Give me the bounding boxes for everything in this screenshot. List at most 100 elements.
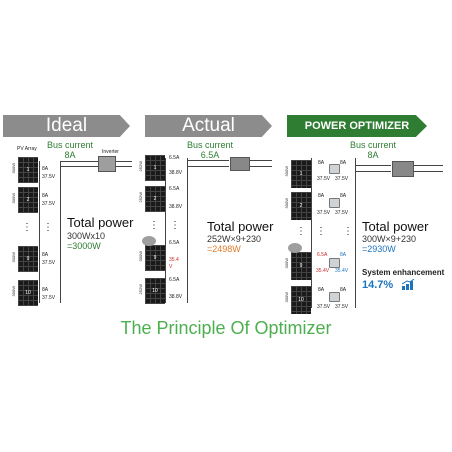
shaded-module-current: 6.5A <box>317 252 328 258</box>
inverter-icon <box>230 157 250 171</box>
module-rating: 300W <box>284 258 289 269</box>
optimizer-device-icon <box>329 258 340 268</box>
optimizer-banner: POWER OPTIMIZER <box>287 115 427 137</box>
module-current: 6.5A <box>169 155 180 161</box>
ellipsis: ⋮ <box>170 220 181 231</box>
actual-total-power-title: Total power <box>207 219 274 234</box>
module-voltage: 37.5V <box>317 304 331 310</box>
module-voltage: 37.5V <box>42 174 56 180</box>
ideal-string-wire <box>60 161 61 303</box>
module-voltage: 38.8V <box>169 294 183 300</box>
module-voltage: 37.5V <box>42 201 56 207</box>
module-voltage: 37.5V <box>317 210 331 216</box>
boosted-voltage: 35.4V <box>335 268 349 274</box>
module-number: 2 <box>26 197 30 203</box>
module-current: 8A <box>42 252 49 258</box>
module-rating: 300W <box>284 292 289 303</box>
module-panel: 2 <box>18 187 38 213</box>
actual-string-wire <box>165 158 166 303</box>
optimizer-ac-wire <box>413 171 443 172</box>
actual-formula: 252W×9+230 <box>207 234 262 244</box>
module-number: 10 <box>298 297 304 303</box>
actual-ac-wire <box>250 160 272 161</box>
ideal-bus-current: Bus current 8A <box>45 140 95 160</box>
ideal-string-wire <box>39 161 40 303</box>
ideal-bus-wire <box>60 161 100 162</box>
bus-current-value: 8A <box>367 150 379 160</box>
module-number: 1 <box>299 171 303 177</box>
output-current: 8A <box>340 252 347 258</box>
module-panel: 1 <box>18 157 38 183</box>
output-current: 8A <box>340 160 347 166</box>
inverter-icon <box>98 156 116 172</box>
optimizer-device-icon <box>329 164 340 174</box>
module-rating: 252W <box>138 192 143 203</box>
growth-bars-icon <box>402 279 415 290</box>
module-rating: 300W <box>284 198 289 209</box>
ellipsis: ⋮ <box>22 222 33 233</box>
ellipsis: ⋮ <box>149 220 160 231</box>
actual-bus-current: Bus current 6.5A <box>185 140 235 160</box>
shaded-module-panel: 9 <box>145 245 165 271</box>
ideal-ac-wire <box>116 166 132 167</box>
module-number: 10 <box>152 288 158 294</box>
ideal-bus-wire <box>60 166 100 167</box>
module-rating: 300W <box>138 251 143 262</box>
output-voltage: 37.5V <box>335 304 349 310</box>
module-number: 9 <box>299 263 303 269</box>
module-panel: 10 <box>18 280 38 306</box>
optimizer-ac-wire <box>413 165 443 166</box>
ellipsis: ⋮ <box>343 226 354 237</box>
bus-current-label: Bus current <box>349 140 397 150</box>
module-panel: 1 <box>291 160 311 188</box>
module-current: 8A <box>318 160 325 166</box>
module-current: 6.5A <box>169 277 180 283</box>
module-current: 8A <box>318 193 325 199</box>
module-rating: 300W <box>11 163 16 174</box>
module-voltage: 37.5V <box>42 260 56 266</box>
module-panel: 9 <box>18 246 38 272</box>
enhancement-label: System enhancement <box>362 268 445 277</box>
module-current: 8A <box>42 166 49 172</box>
module-panel: 10 <box>291 286 311 314</box>
ellipsis: ⋮ <box>316 226 327 237</box>
module-number: 2 <box>299 203 303 209</box>
module-current: 6.5A <box>169 240 180 246</box>
bus-current-label: Bus current <box>46 140 94 150</box>
optimizer-bus-current: Bus current 8A <box>348 140 398 160</box>
module-rating: 252W <box>138 161 143 172</box>
shaded-module-voltage-unit: V <box>169 264 173 270</box>
module-number: 1 <box>153 165 157 171</box>
shaded-module-voltage: 35.4V <box>316 268 330 274</box>
optimizer-string-wire <box>355 158 356 308</box>
module-rating: 300W <box>11 286 16 297</box>
output-current: 8A <box>340 287 347 293</box>
ellipsis: ⋮ <box>43 222 54 233</box>
module-current: 8A <box>42 193 49 199</box>
enhancement-value: 14.7% <box>362 279 394 291</box>
ellipsis: ⋮ <box>296 226 307 237</box>
module-number: 1 <box>26 167 30 173</box>
optimizer-bus-wire <box>355 165 391 166</box>
optimizer-device-icon <box>329 292 340 302</box>
module-voltage: 37.5V <box>42 295 56 301</box>
module-number: 9 <box>26 256 30 262</box>
shaded-module-panel: 9 <box>291 252 311 280</box>
bus-current-value: 8A <box>64 150 76 160</box>
actual-string-wire <box>187 158 188 303</box>
module-voltage: 37.5V <box>317 176 331 182</box>
output-voltage: 37.5V <box>335 210 349 216</box>
optimizer-string-wire <box>311 158 312 308</box>
shaded-module-voltage: 35.4 <box>169 257 179 263</box>
actual-result: =2498W <box>207 244 241 254</box>
bus-current-label: Bus current <box>186 140 234 150</box>
bus-current-value: 6.5A <box>200 150 220 160</box>
module-number: 10 <box>25 290 31 296</box>
ideal-ac-wire <box>116 161 132 162</box>
actual-bus-wire <box>187 166 229 167</box>
output-current: 8A <box>340 193 347 199</box>
optimizer-bus-wire <box>355 171 391 172</box>
optimizer-formula: 300W×9+230 <box>362 234 417 244</box>
optimizer-device-icon <box>329 198 340 208</box>
diagram-title: The Principle Of Optimizer <box>120 318 332 338</box>
